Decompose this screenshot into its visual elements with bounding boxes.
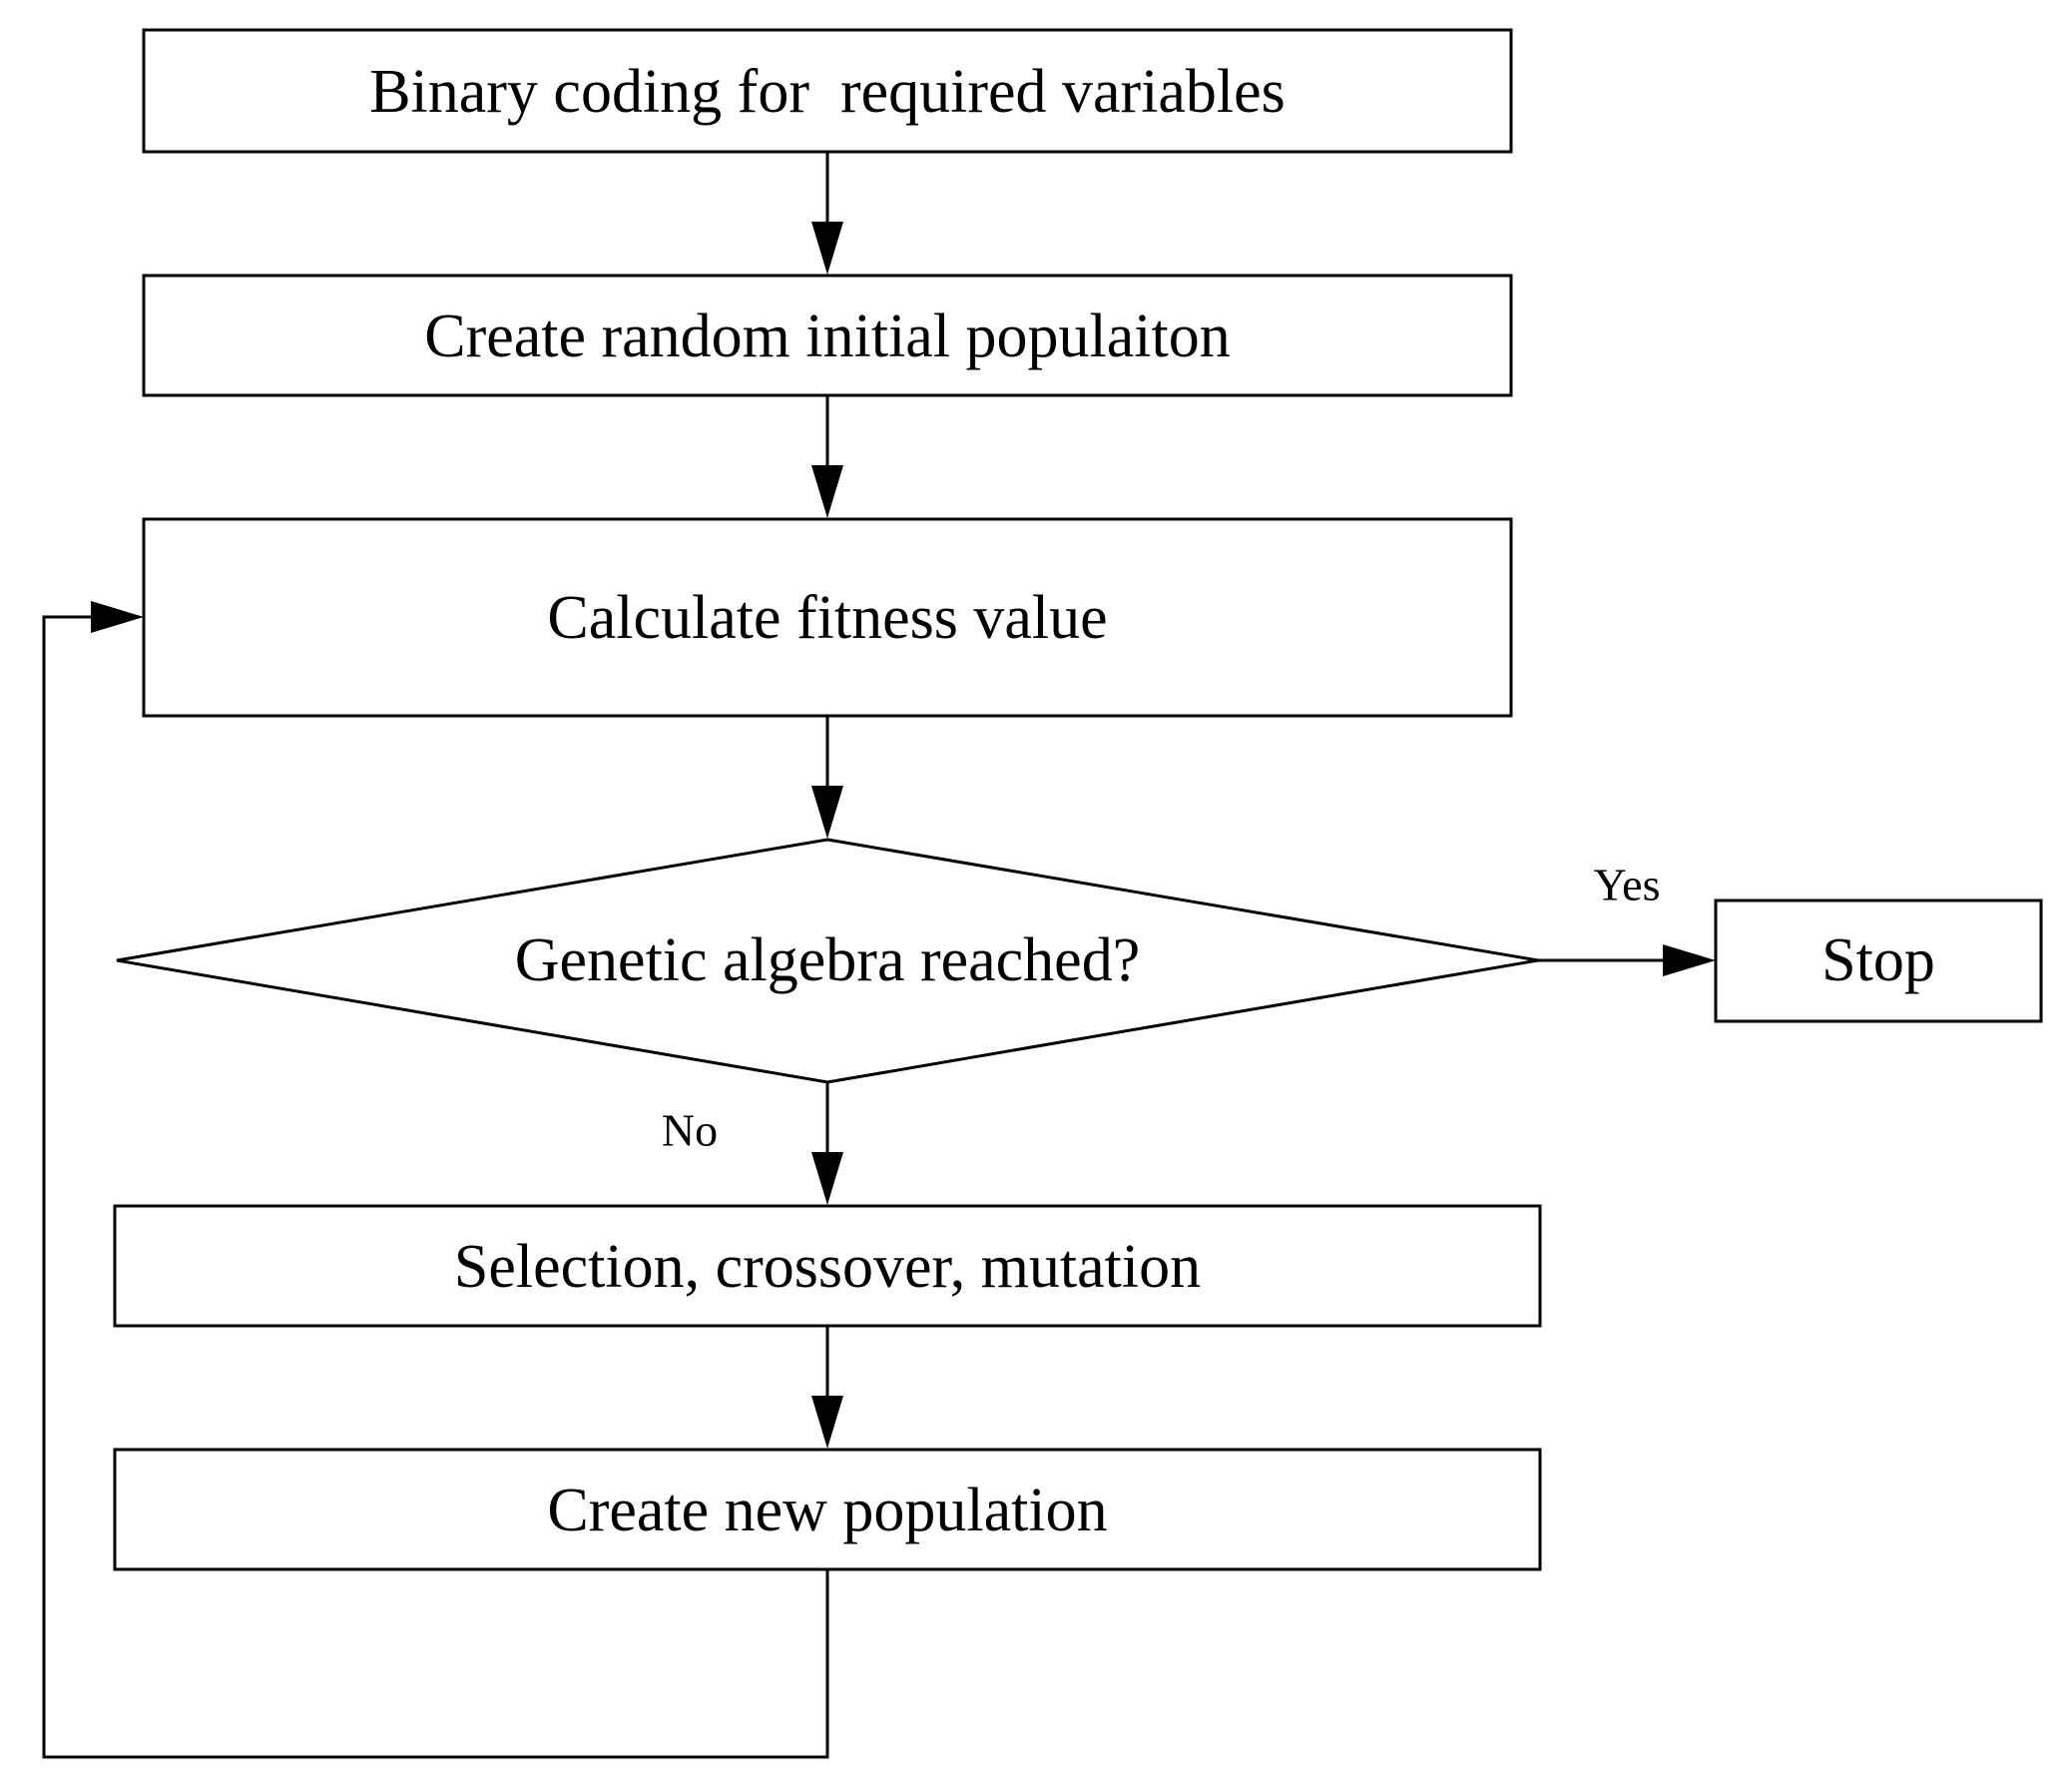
node-selection-crossover-mutation-label: Selection, crossover, mutation <box>454 1233 1201 1301</box>
node-create-new-population-label: Create new population <box>547 1477 1107 1544</box>
node-selection-crossover-mutation: Selection, crossover, mutation <box>113 1204 1542 1328</box>
arrowhead-decision-to-stop <box>1663 944 1716 976</box>
node-stop: Stop <box>1714 898 2043 1023</box>
node-calculate-fitness: Calculate fitness value <box>142 517 1513 718</box>
edge-label-yes: Yes <box>1594 860 1661 910</box>
node-decision: Genetic algebra reached? <box>116 838 1539 1084</box>
node-calculate-fitness-label: Calculate fitness value <box>547 584 1107 652</box>
node-create-initial-population-label: Create random initial populaiton <box>424 302 1231 370</box>
node-stop-label: Stop <box>1821 926 1935 994</box>
loop-back-connector <box>42 615 829 1759</box>
connectors <box>42 153 1716 1759</box>
arrowhead-decision-to-selection <box>811 1152 843 1205</box>
arrowhead-selection-to-new <box>811 1396 843 1449</box>
arrowhead-initial-to-fitness <box>811 465 843 518</box>
node-decision-label: Genetic algebra reached? <box>515 926 1140 994</box>
node-create-new-population: Create new population <box>113 1448 1542 1571</box>
arrowhead-loop-back <box>91 601 144 633</box>
node-create-initial-population: Create random initial populaiton <box>142 274 1513 397</box>
node-binary-coding: Binary coding for required variables <box>142 28 1513 154</box>
edge-label-no: No <box>662 1105 718 1156</box>
arrowhead-binary-to-initial <box>811 222 843 275</box>
node-binary-coding-label: Binary coding for required variables <box>369 58 1286 126</box>
arrowhead-fitness-to-decision <box>811 786 843 839</box>
